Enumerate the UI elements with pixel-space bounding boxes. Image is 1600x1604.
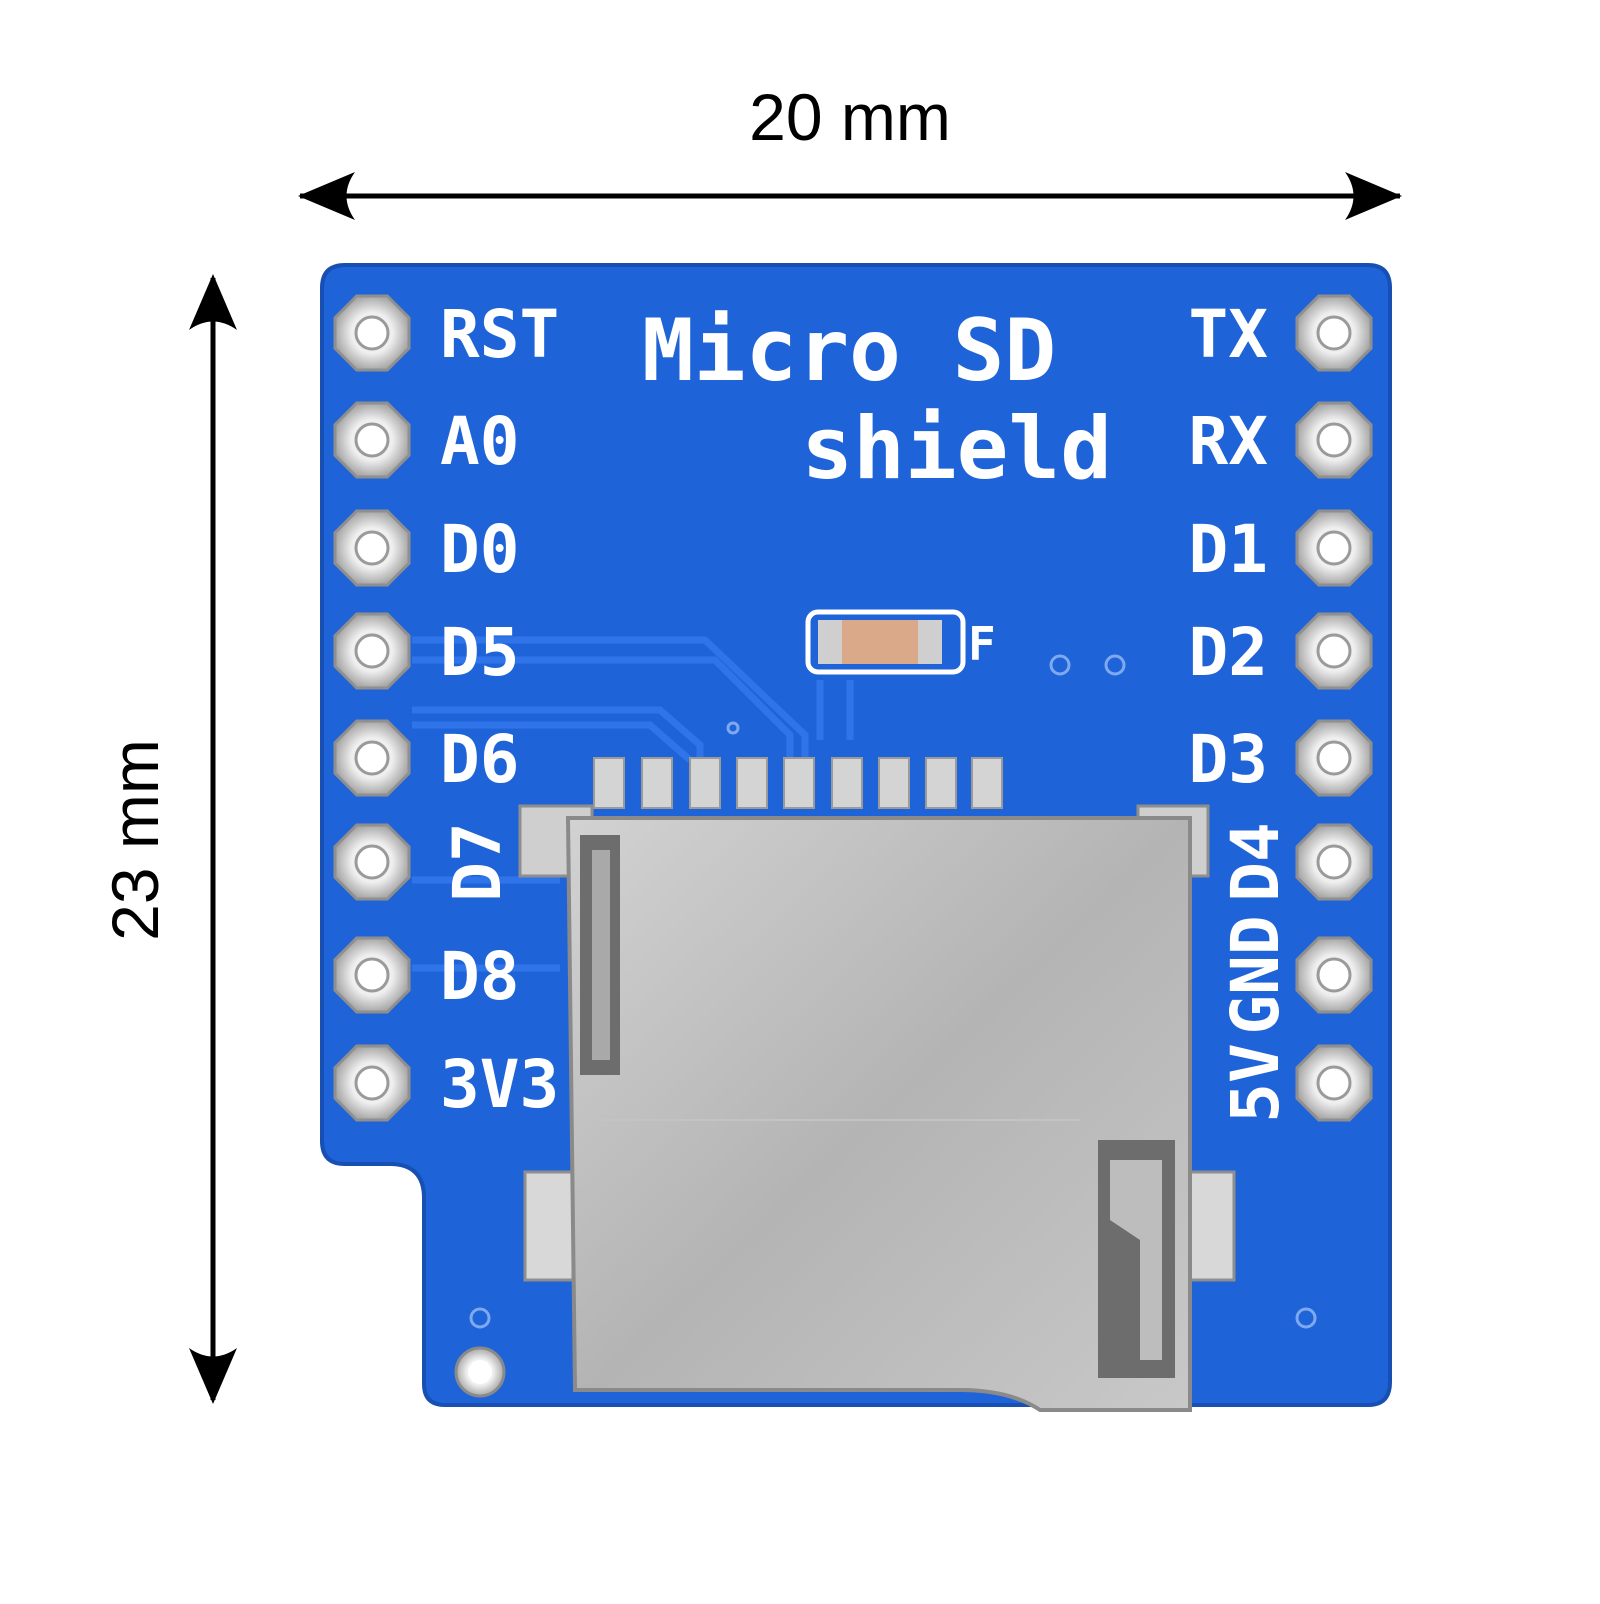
pin-label-rx: RX — [1189, 403, 1268, 480]
pin-label-gnd: GND — [1217, 915, 1294, 1034]
led-component — [805, 609, 966, 675]
pin-pad — [1295, 294, 1373, 372]
pin-pad — [1295, 936, 1373, 1014]
pin-pad — [1295, 1044, 1373, 1122]
pin-pad — [333, 401, 411, 479]
width-dimension: 20 mm — [298, 80, 1402, 220]
pin-label-d1: D1 — [1189, 511, 1268, 588]
silk-mark: F — [968, 617, 996, 671]
board-title-line2: shield — [801, 399, 1112, 499]
pcb-board: F — [320, 263, 1392, 1412]
pcb-vias — [469, 654, 1317, 1329]
pin-label-d3: D3 — [1189, 721, 1268, 798]
pin-pad — [1295, 823, 1373, 901]
arrow-down-icon — [189, 1348, 237, 1404]
board-title-line1: Micro SD — [642, 301, 1056, 401]
pin-label-a0: A0 — [440, 403, 519, 480]
pin-pad — [333, 936, 411, 1014]
pin-pad — [1295, 401, 1373, 479]
height-label: 23 mm — [98, 739, 172, 941]
pin-label-d6: D6 — [440, 721, 519, 798]
pin-pad — [1295, 719, 1373, 797]
sd-connector-pins — [593, 757, 1003, 809]
arrow-left-icon — [298, 172, 355, 220]
arrow-up-icon — [189, 274, 237, 330]
pin-pad — [1295, 509, 1373, 587]
pin-label-3v3: 3V3 — [440, 1046, 559, 1123]
pin-label-tx: TX — [1189, 296, 1268, 373]
microsd-slot — [518, 804, 1236, 1412]
pin-pad — [333, 612, 411, 690]
pin-label-d2: D2 — [1189, 614, 1268, 691]
height-dimension: 23 mm — [98, 274, 237, 1404]
pin-pad — [333, 823, 411, 901]
mounting-hole — [454, 1346, 506, 1398]
pin-label-d7: D7 — [439, 822, 516, 901]
pin-pad — [333, 719, 411, 797]
pin-label-rst: RST — [440, 296, 559, 373]
arrow-right-icon — [1345, 172, 1402, 220]
pin-pad — [333, 294, 411, 372]
pin-label-d5: D5 — [440, 614, 519, 691]
pin-label-d4: D4 — [1217, 822, 1294, 901]
pin-label-d0: D0 — [440, 511, 519, 588]
pin-label-d8: D8 — [440, 938, 519, 1015]
pcb-traces — [412, 636, 854, 972]
pin-label-5v: 5V — [1217, 1043, 1294, 1122]
pin-pad — [333, 509, 411, 587]
width-label: 20 mm — [749, 80, 951, 154]
pin-pad — [333, 1044, 411, 1122]
pin-pad — [1295, 612, 1373, 690]
